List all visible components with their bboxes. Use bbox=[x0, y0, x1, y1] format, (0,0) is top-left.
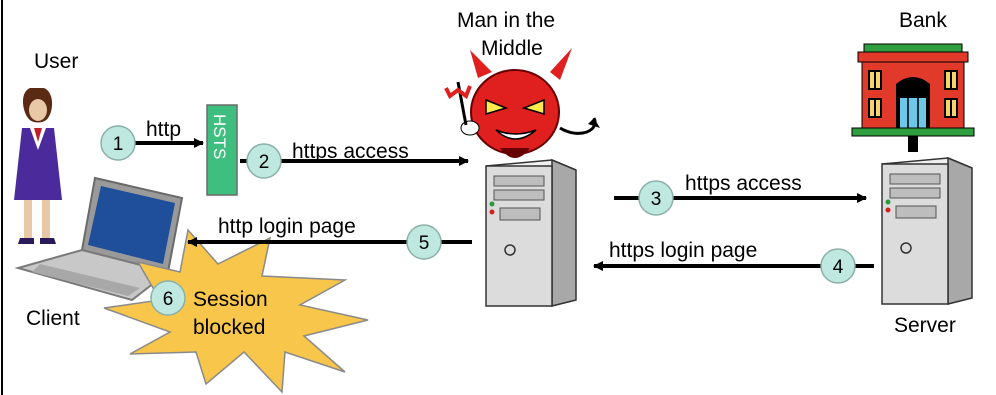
step-number: 1 bbox=[113, 134, 124, 155]
step-marker-4: 4 bbox=[820, 248, 856, 284]
step-marker-5: 5 bbox=[406, 224, 442, 260]
server-tower-icon bbox=[485, 158, 577, 307]
step-marker-2: 2 bbox=[246, 143, 282, 179]
step-number: 4 bbox=[833, 257, 844, 278]
step-marker-6: 6 bbox=[150, 280, 186, 316]
bank-label: Bank bbox=[899, 9, 947, 32]
step-number: 5 bbox=[419, 233, 430, 254]
arrow-label-https-access-1: https access bbox=[292, 140, 409, 163]
arrow-label-https-login-page: https login page bbox=[609, 239, 757, 262]
hsts-box bbox=[206, 104, 238, 196]
step-number: 3 bbox=[651, 189, 662, 210]
step-marker-1: 1 bbox=[100, 125, 136, 161]
server-tower-icon bbox=[881, 156, 973, 305]
session-label-line2: blocked bbox=[193, 316, 265, 339]
mitm-label-line2: Middle bbox=[481, 37, 543, 60]
arrow-label-http: http bbox=[146, 118, 181, 141]
arrow-label-https-access-2: https access bbox=[685, 172, 802, 195]
step-marker-3: 3 bbox=[638, 180, 674, 216]
devil-icon bbox=[444, 48, 600, 158]
user-label: User bbox=[34, 50, 78, 73]
mitm-label-line1: Man in the bbox=[457, 9, 555, 32]
step-number: 6 bbox=[163, 289, 174, 310]
step-number: 2 bbox=[259, 152, 270, 173]
client-label: Client bbox=[26, 307, 80, 330]
session-label-line1: Session bbox=[193, 288, 268, 311]
server-label: Server bbox=[894, 314, 956, 337]
bank-building-icon bbox=[851, 43, 975, 152]
user-icon bbox=[14, 88, 62, 244]
arrow-label-http-login-page: http login page bbox=[218, 215, 356, 238]
laptop-icon bbox=[14, 176, 184, 302]
hsts-label: HSTS bbox=[210, 114, 229, 159]
session-blocked-starburst bbox=[103, 228, 369, 394]
